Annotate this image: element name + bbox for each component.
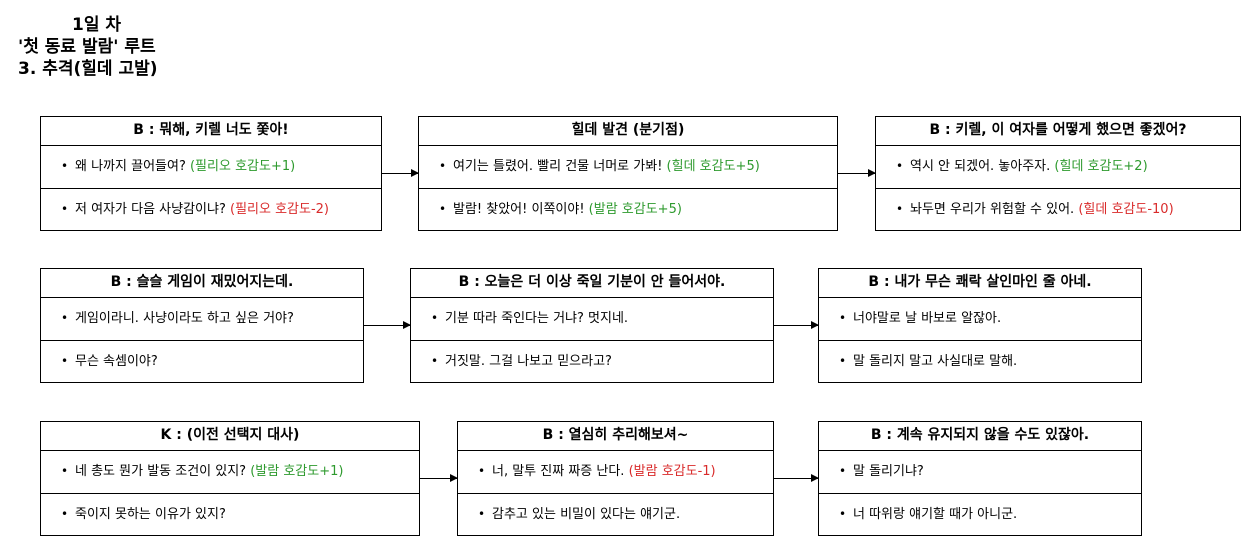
choice-option[interactable]: • 네 총도 뭔가 발동 조건이 있지? (발람 호감도+1) <box>41 451 419 493</box>
choice-text: 무슨 속셈이야? <box>75 354 158 369</box>
bullet-icon: • <box>61 311 69 325</box>
dialogue-box-r3c1: K : (이전 선택지 대사) • 네 총도 뭔가 발동 조건이 있지? (발람 … <box>40 421 420 536</box>
choice-text: 왜 나까지 끌어들여? <box>75 159 190 174</box>
bullet-icon: • <box>61 507 69 521</box>
flow-arrow <box>774 474 819 482</box>
affinity-effect: (발람 호감도+5) <box>588 202 682 217</box>
choice-option[interactable]: • 발람! 찾았어! 이쪽이야! (발람 호감도+5) <box>419 188 837 231</box>
choice-option[interactable]: • 기분 따라 죽인다는 거냐? 멋지네. <box>411 298 773 340</box>
choice-text: 저 여자가 다음 사냥감이냐? <box>75 202 230 217</box>
choice-option[interactable]: • 무슨 속셈이야? <box>41 340 363 383</box>
dialogue-box-r2c2: B : 오늘은 더 이상 죽일 기분이 안 들어서야. • 기분 따라 죽인다는 … <box>410 268 774 383</box>
choice-text: 너, 말투 진짜 짜증 난다. <box>492 464 629 479</box>
choice-option[interactable]: • 죽이지 못하는 이유가 있지? <box>41 493 419 536</box>
choice-option[interactable]: • 거짓말. 그걸 나보고 믿으라고? <box>411 340 773 383</box>
dialogue-box-r1c3: B : 키렐, 이 여자를 어떻게 했으면 좋겠어? • 역시 안 되겠어. 놓아… <box>875 116 1241 231</box>
bullet-icon: • <box>478 507 486 521</box>
flow-arrow <box>774 321 819 329</box>
dialogue-box-r2c3: B : 내가 무슨 쾌락 살인마인 줄 아네. • 너야말로 날 바보로 알잖아.… <box>818 268 1142 383</box>
choice-text: 너야말로 날 바보로 알잖아. <box>853 311 1002 326</box>
choice-text: 놔두면 우리가 위험할 수 있어. <box>910 202 1079 217</box>
choice-text: 말 돌리지 말고 사실대로 말해. <box>853 354 1018 369</box>
bullet-icon: • <box>431 354 439 368</box>
flow-arrow <box>838 169 876 177</box>
flow-arrow <box>382 169 419 177</box>
choice-text: 거짓말. 그걸 나보고 믿으라고? <box>445 354 612 369</box>
bullet-icon: • <box>839 311 847 325</box>
choice-text: 네 총도 뭔가 발동 조건이 있지? <box>75 464 251 479</box>
affinity-effect: (힐데 호감도+2) <box>1054 159 1148 174</box>
dialogue-box-r1c1: B : 뭐해, 키렐 너도 쫓아! • 왜 나까지 끌어들여? (필리오 호감도+… <box>40 116 382 231</box>
flow-arrow <box>364 321 411 329</box>
choice-option[interactable]: • 역시 안 되겠어. 놓아주자. (힐데 호감도+2) <box>876 146 1240 188</box>
choice-option[interactable]: • 저 여자가 다음 사냥감이냐? (필리오 호감도-2) <box>41 188 381 231</box>
affinity-effect: (힐데 호감도-10) <box>1078 202 1174 217</box>
affinity-effect: (필리오 호감도+1) <box>189 159 296 174</box>
bullet-icon: • <box>61 464 69 478</box>
choice-option[interactable]: • 놔두면 우리가 위험할 수 있어. (힐데 호감도-10) <box>876 188 1240 231</box>
bullet-icon: • <box>61 202 69 216</box>
affinity-effect: (발람 호감도+1) <box>250 464 344 479</box>
bullet-icon: • <box>896 202 904 216</box>
bullet-icon: • <box>431 311 439 325</box>
choice-option[interactable]: • 말 돌리지 말고 사실대로 말해. <box>819 340 1141 383</box>
dialogue-box-r3c2: B : 열심히 추리해보셔~ • 너, 말투 진짜 짜증 난다. (발람 호감도-… <box>457 421 774 536</box>
choice-option[interactable]: • 너 따위랑 얘기할 때가 아니군. <box>819 493 1141 536</box>
dialogue-box-r2c1: B : 슬슬 게임이 재밌어지는데. • 게임이라니. 사냥이라도 하고 싶은 거… <box>40 268 364 383</box>
dialogue-line: B : 슬슬 게임이 재밌어지는데. <box>41 269 363 298</box>
affinity-effect: (발람 호감도-1) <box>628 464 716 479</box>
choice-text: 발람! 찾았어! 이쪽이야! <box>453 202 589 217</box>
bullet-icon: • <box>839 354 847 368</box>
route-header: 1일 차 '첫 동료 발람' 루트 3. 추격(힐데 고발) <box>18 14 158 80</box>
bullet-icon: • <box>439 159 447 173</box>
dialogue-line: 힐데 발견 (분기점) <box>419 117 837 146</box>
dialogue-line: B : 내가 무슨 쾌락 살인마인 줄 아네. <box>819 269 1141 298</box>
choice-option[interactable]: • 너, 말투 진짜 짜증 난다. (발람 호감도-1) <box>458 451 773 493</box>
affinity-effect: (힐데 호감도+5) <box>666 159 760 174</box>
dialogue-line: B : 계속 유지되지 않을 수도 있잖아. <box>819 422 1141 451</box>
choice-text: 여기는 틀렸어. 빨리 건물 너머로 가봐! <box>453 159 667 174</box>
choice-text: 기분 따라 죽인다는 거냐? 멋지네. <box>445 311 629 326</box>
choice-text: 죽이지 못하는 이유가 있지? <box>75 507 226 522</box>
bullet-icon: • <box>896 159 904 173</box>
dialogue-box-r3c3: B : 계속 유지되지 않을 수도 있잖아. • 말 돌리기냐? • 너 따위랑 얘… <box>818 421 1142 536</box>
bullet-icon: • <box>61 354 69 368</box>
choice-option[interactable]: • 말 돌리기냐? <box>819 451 1141 493</box>
affinity-effect: (필리오 호감도-2) <box>230 202 329 217</box>
choice-option[interactable]: • 너야말로 날 바보로 알잖아. <box>819 298 1141 340</box>
choice-text: 역시 안 되겠어. 놓아주자. <box>910 159 1055 174</box>
dialogue-box-r1c2: 힐데 발견 (분기점) • 여기는 틀렸어. 빨리 건물 너머로 가봐! (힐데 … <box>418 116 838 231</box>
choice-option[interactable]: • 여기는 틀렸어. 빨리 건물 너머로 가봐! (힐데 호감도+5) <box>419 146 837 188</box>
dialogue-line: B : 열심히 추리해보셔~ <box>458 422 773 451</box>
bullet-icon: • <box>839 464 847 478</box>
choice-text: 너 따위랑 얘기할 때가 아니군. <box>853 507 1018 522</box>
bullet-icon: • <box>478 464 486 478</box>
bullet-icon: • <box>439 202 447 216</box>
scene-title: 3. 추격(힐데 고발) <box>18 59 158 79</box>
route-title: '첫 동료 발람' 루트 <box>18 37 156 57</box>
bullet-icon: • <box>61 159 69 173</box>
choice-text: 게임이라니. 사냥이라도 하고 싶은 거야? <box>75 311 294 326</box>
choice-text: 말 돌리기냐? <box>853 464 924 479</box>
bullet-icon: • <box>839 507 847 521</box>
choice-text: 감추고 있는 비밀이 있다는 얘기군. <box>492 507 681 522</box>
flow-arrow <box>420 474 458 482</box>
choice-option[interactable]: • 게임이라니. 사냥이라도 하고 싶은 거야? <box>41 298 363 340</box>
dialogue-line: B : 뭐해, 키렐 너도 쫓아! <box>41 117 381 146</box>
choice-option[interactable]: • 왜 나까지 끌어들여? (필리오 호감도+1) <box>41 146 381 188</box>
choice-option[interactable]: • 감추고 있는 비밀이 있다는 얘기군. <box>458 493 773 536</box>
dialogue-line: B : 키렐, 이 여자를 어떻게 했으면 좋겠어? <box>876 117 1240 146</box>
dialogue-line: K : (이전 선택지 대사) <box>41 422 419 451</box>
day-label: 1일 차 <box>72 15 122 35</box>
dialogue-line: B : 오늘은 더 이상 죽일 기분이 안 들어서야. <box>411 269 773 298</box>
